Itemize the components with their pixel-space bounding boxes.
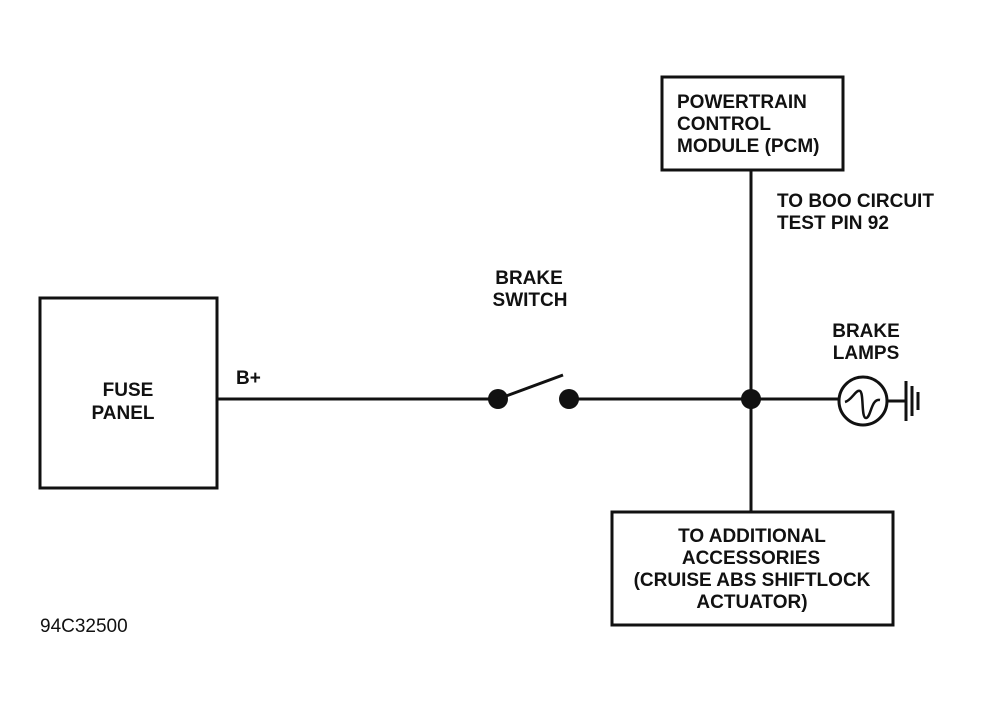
accessories-label-line2: ACCESSORIES (682, 548, 820, 569)
boo-circuit-label-line1: TO BOO CIRCUIT (777, 191, 934, 212)
pcm-label-line3: MODULE (PCM) (677, 136, 819, 157)
pcm-box: POWERTRAIN CONTROL MODULE (PCM) (660, 75, 845, 172)
accessories-label-line4: ACTUATOR) (696, 592, 807, 613)
brake-switch (488, 373, 579, 409)
pcm-label-line1: POWERTRAIN (677, 92, 807, 113)
ground-icon (904, 381, 920, 421)
brake-switch-label-line1: BRAKE (495, 268, 563, 289)
brake-switch-label-line2: SWITCH (493, 290, 568, 311)
accessories-box: TO ADDITIONAL ACCESSORIES (CRUISE ABS SH… (610, 510, 895, 627)
b-plus-label: B+ (236, 368, 261, 389)
accessories-label-line3: (CRUISE ABS SHIFTLOCK (634, 570, 871, 591)
pcm-label-line2: CONTROL (677, 114, 771, 135)
brake-lamps-label-line1: BRAKE (832, 321, 900, 342)
fuse-panel: FUSE PANEL (38, 296, 219, 490)
fuse-panel-label-line2: PANEL (92, 403, 155, 424)
brake-lamp-icon (837, 375, 889, 427)
figure-id: 94C32500 (40, 616, 128, 637)
accessories-label-line1: TO ADDITIONAL (678, 526, 826, 547)
fuse-panel-label-line1: FUSE (103, 380, 154, 401)
brake-lamps-label-line2: LAMPS (833, 343, 900, 364)
switch-blade (497, 373, 564, 401)
boo-circuit-label-line2: TEST PIN 92 (777, 213, 889, 234)
